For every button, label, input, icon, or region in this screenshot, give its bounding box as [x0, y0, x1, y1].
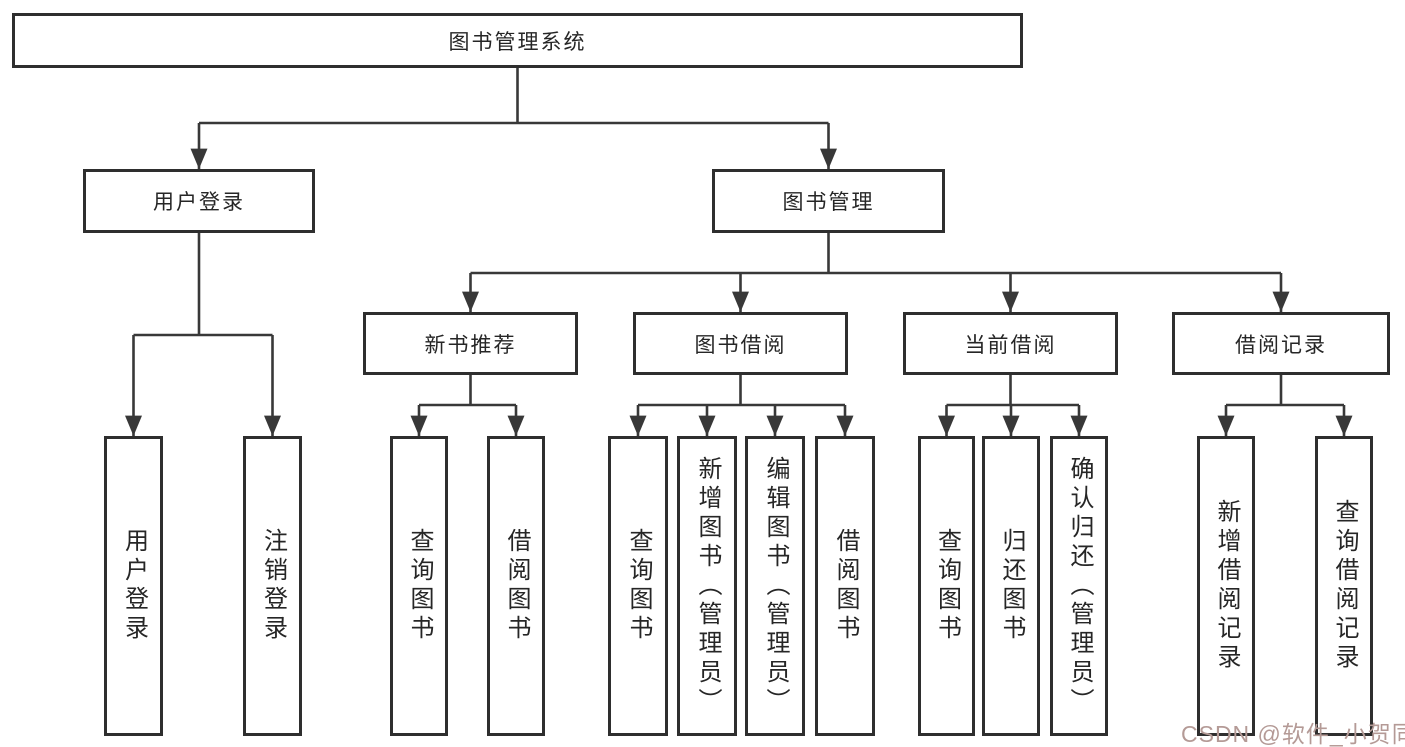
- node-user-login: 用户登录: [83, 169, 315, 233]
- node-book-management-label: 图书管理: [782, 191, 875, 214]
- node-borrowing-records: 借阅记录: [1172, 312, 1390, 375]
- node-book-borrowing-label: 图书借阅: [694, 333, 787, 357]
- node-add-borrow-record: 新增借阅记录: [1197, 436, 1255, 736]
- node-borrow-books-1-label: 借阅图书: [503, 528, 530, 644]
- node-root: 图书管理系统: [12, 13, 1023, 68]
- node-edit-books-admin-label: 编辑图书（管理员）: [762, 455, 789, 717]
- node-add-books-admin: 新增图书（管理员）: [677, 436, 737, 736]
- node-root-label: 图书管理系统: [448, 30, 587, 54]
- node-query-books-1: 查询图书: [390, 436, 448, 736]
- node-new-book-recommend-label: 新书推荐: [424, 333, 517, 357]
- node-confirm-return-admin: 确认归还（管理员）: [1050, 436, 1108, 736]
- node-book-management: 图书管理: [712, 169, 945, 233]
- node-current-borrowing-label: 当前借阅: [964, 333, 1057, 357]
- node-edit-books-admin: 编辑图书（管理员）: [745, 436, 805, 736]
- node-borrow-books-2-label: 借阅图书: [832, 528, 859, 644]
- node-return-books: 归还图书: [982, 436, 1040, 736]
- node-confirm-return-admin-label: 确认归还（管理员）: [1066, 455, 1093, 717]
- node-logout: 注销登录: [243, 436, 302, 736]
- node-logout-label: 注销登录: [259, 528, 287, 644]
- node-current-borrowing: 当前借阅: [903, 312, 1118, 375]
- node-borrow-books-1: 借阅图书: [487, 436, 545, 736]
- node-user-login-leaf: 用户登录: [104, 436, 163, 736]
- node-query-books-2-label: 查询图书: [625, 528, 652, 644]
- node-add-borrow-record-label: 新增借阅记录: [1213, 499, 1240, 673]
- node-add-books-admin-label: 新增图书（管理员）: [694, 455, 721, 717]
- node-query-books-3: 查询图书: [918, 436, 975, 736]
- node-query-borrow-record: 查询借阅记录: [1315, 436, 1373, 736]
- node-return-books-label: 归还图书: [998, 528, 1025, 644]
- csdn-watermark: CSDN @软件_小贺同学: [1181, 721, 1405, 747]
- node-borrowing-records-label: 借阅记录: [1235, 333, 1327, 357]
- node-query-books-3-label: 查询图书: [933, 528, 961, 644]
- node-query-books-2: 查询图书: [608, 436, 668, 736]
- node-book-borrowing: 图书借阅: [633, 312, 848, 375]
- node-borrow-books-2: 借阅图书: [815, 436, 875, 736]
- node-query-borrow-record-label: 查询借阅记录: [1331, 499, 1358, 673]
- node-query-books-1-label: 查询图书: [406, 528, 433, 644]
- node-user-login-leaf-label: 用户登录: [120, 528, 148, 644]
- node-user-login-label: 用户登录: [153, 191, 245, 214]
- node-new-book-recommend: 新书推荐: [363, 312, 578, 375]
